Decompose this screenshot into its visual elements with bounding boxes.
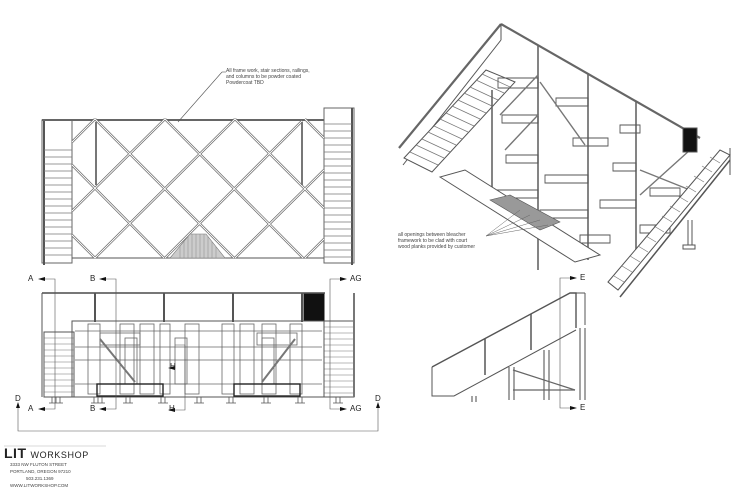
finish-note-line-1: All frame work, stair sections, railings…	[226, 68, 310, 74]
section-marker-e-top: E	[580, 273, 586, 282]
section-marker-h-mid: H	[170, 362, 176, 371]
rear-elevation	[41, 71, 355, 265]
phone-number: 503.231.1369	[26, 476, 54, 481]
address-line-1: 3333 NW FLUTON STREET	[10, 462, 67, 467]
isometric-view	[398, 23, 731, 298]
cladding-note-line-1: all openings between bleacher	[398, 232, 466, 238]
cladding-note-line-3: wood planks provided by customer	[398, 244, 475, 250]
section-marker-e-bottom: E	[580, 403, 586, 412]
title-block: LIT WORKSHOP 3333 NW FLUTON STREET PORTL…	[4, 445, 114, 489]
section-marker-ag-bottom: AG	[350, 404, 362, 413]
logo-text: WORKSHOP	[30, 450, 89, 460]
finish-note: All frame work, stair sections, railings…	[226, 68, 346, 86]
side-section-e	[431, 276, 586, 410]
section-marker-b-bottom: B	[90, 404, 96, 413]
section-marker-a-bottom: A	[28, 404, 34, 413]
section-marker-ag-top: AG	[350, 274, 362, 283]
dimension-marker-d-right: D	[375, 394, 381, 403]
company-logo: LIT WORKSHOP	[4, 445, 114, 461]
section-marker-a-top: A	[28, 274, 34, 283]
section-marker-h-bottom: H	[169, 404, 175, 413]
website: WWW.LITWORKSHOP.COM	[10, 483, 69, 488]
section-marker-b-top: B	[90, 274, 96, 283]
address-line-2: PORTLAND, OREGON 97210	[10, 469, 71, 474]
finish-note-line-3: Powdercoat TBD	[226, 80, 264, 86]
company-address: 3333 NW FLUTON STREET PORTLAND, OREGON 9…	[10, 461, 114, 489]
logo-mark: LIT	[4, 445, 27, 461]
front-elevation	[16, 277, 380, 432]
dimension-marker-d-left: D	[15, 394, 21, 403]
cladding-note: all openings between bleacher framework …	[398, 232, 508, 250]
finish-note-line-2: and columns to be powder coated	[226, 74, 302, 80]
cladding-note-line-2: framework to be clad with court	[398, 238, 468, 244]
